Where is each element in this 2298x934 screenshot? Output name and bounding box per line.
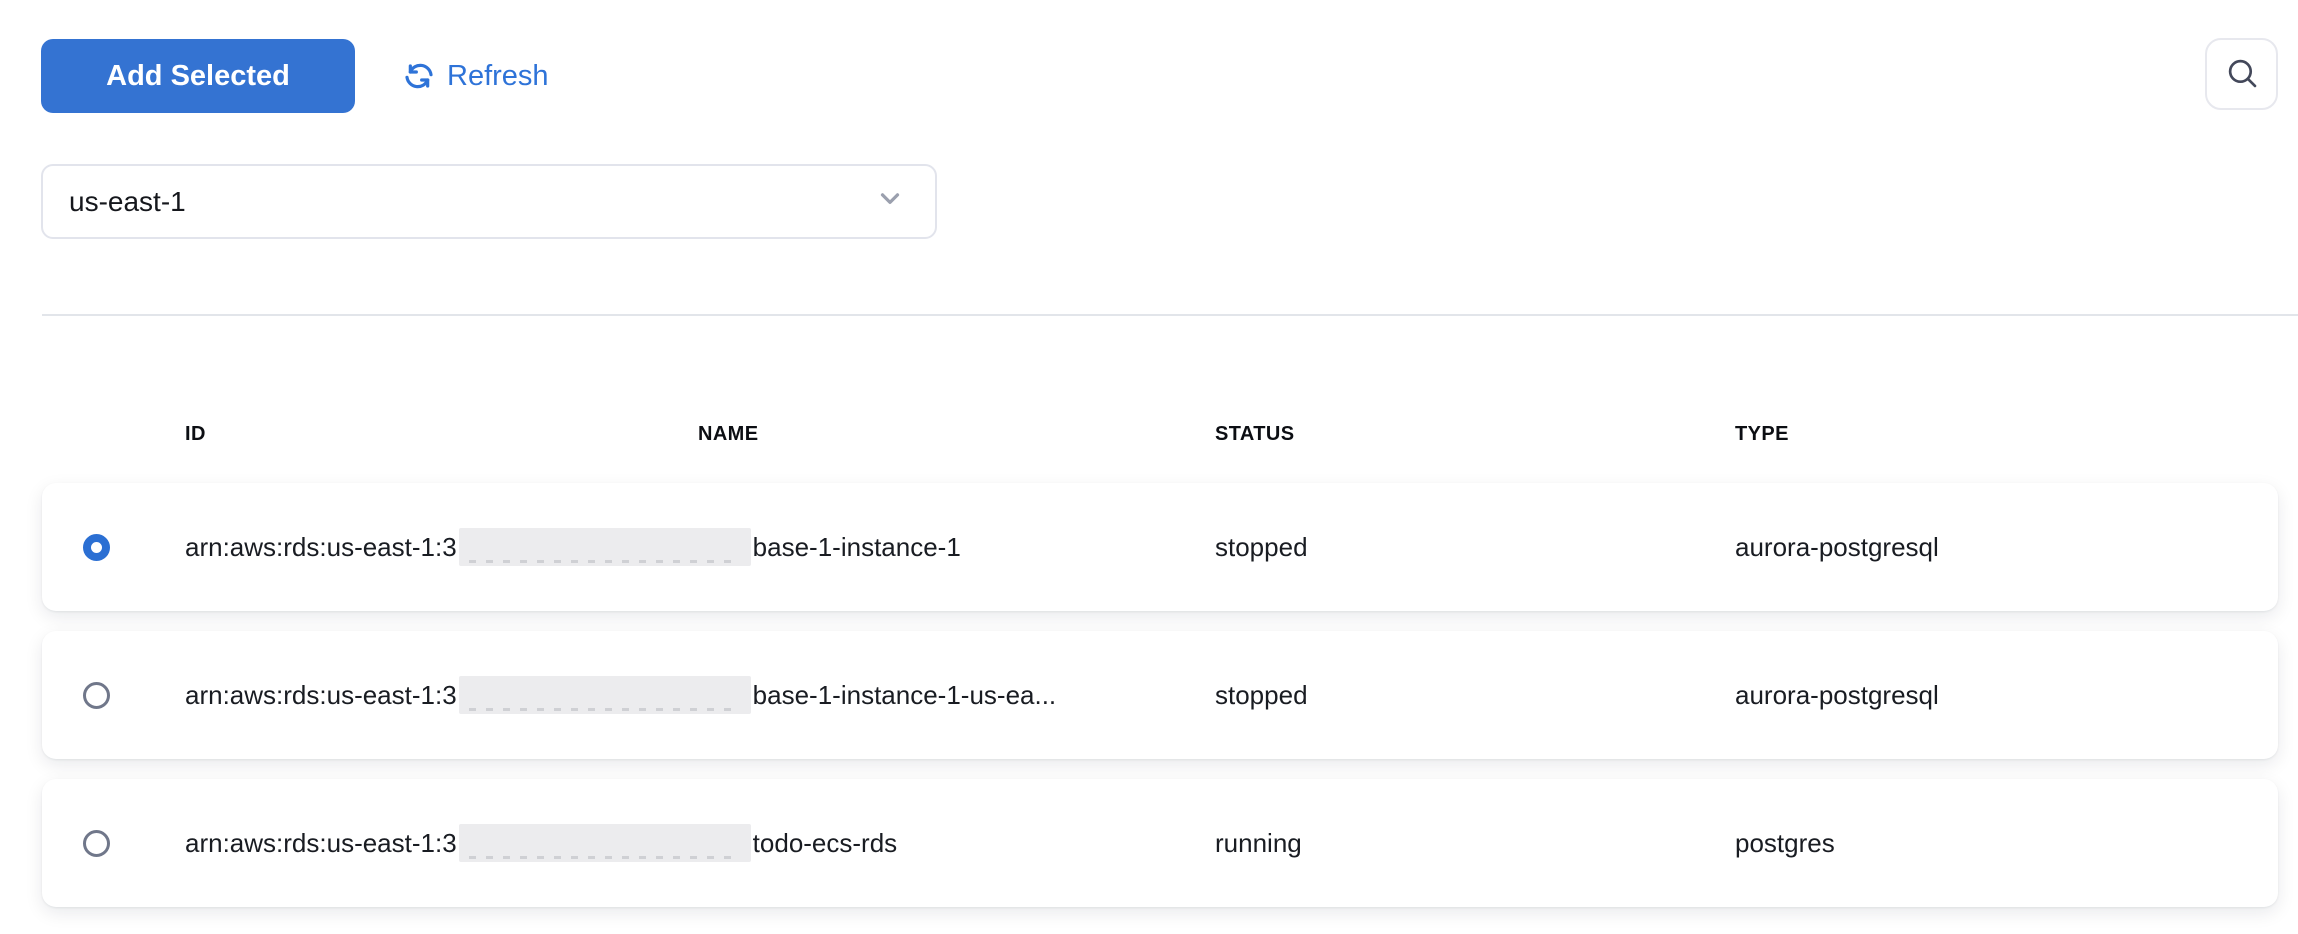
search-button[interactable] — [2205, 38, 2278, 110]
column-header-name: NAME — [698, 422, 759, 445]
region-dropdown-value: us-east-1 — [69, 185, 186, 217]
refresh-icon — [403, 60, 435, 92]
radio-button[interactable] — [83, 829, 110, 857]
section-divider — [42, 314, 2298, 316]
column-header-id: ID — [185, 422, 206, 445]
instance-name: base-1-instance-1 — [752, 531, 961, 562]
instance-type: aurora-postgresql — [1735, 531, 1939, 562]
region-dropdown[interactable]: us-east-1 — [41, 164, 937, 239]
radio-button[interactable] — [83, 533, 110, 561]
add-selected-button[interactable]: Add Selected — [41, 39, 355, 113]
refresh-label: Refresh — [447, 59, 549, 92]
instance-name: todo-ecs-rds — [752, 827, 898, 858]
instance-status: stopped — [1215, 679, 1308, 710]
redaction-box — [458, 528, 751, 566]
search-icon — [2223, 54, 2261, 95]
instance-type: aurora-postgresql — [1735, 679, 1939, 710]
redaction-box — [458, 824, 751, 862]
instance-type: postgres — [1735, 827, 1835, 858]
chevron-down-icon — [875, 183, 905, 220]
redaction-box — [458, 676, 751, 714]
radio-button[interactable] — [83, 681, 110, 709]
table-header: ID NAME STATUS TYPE — [42, 416, 2278, 452]
instance-status: stopped — [1215, 531, 1308, 562]
refresh-button[interactable]: Refresh — [403, 39, 549, 113]
column-header-type: TYPE — [1735, 422, 1789, 445]
instance-name: base-1-instance-1-us-ea... — [752, 679, 1057, 710]
column-header-status: STATUS — [1215, 422, 1295, 445]
instance-status: running — [1215, 827, 1302, 858]
